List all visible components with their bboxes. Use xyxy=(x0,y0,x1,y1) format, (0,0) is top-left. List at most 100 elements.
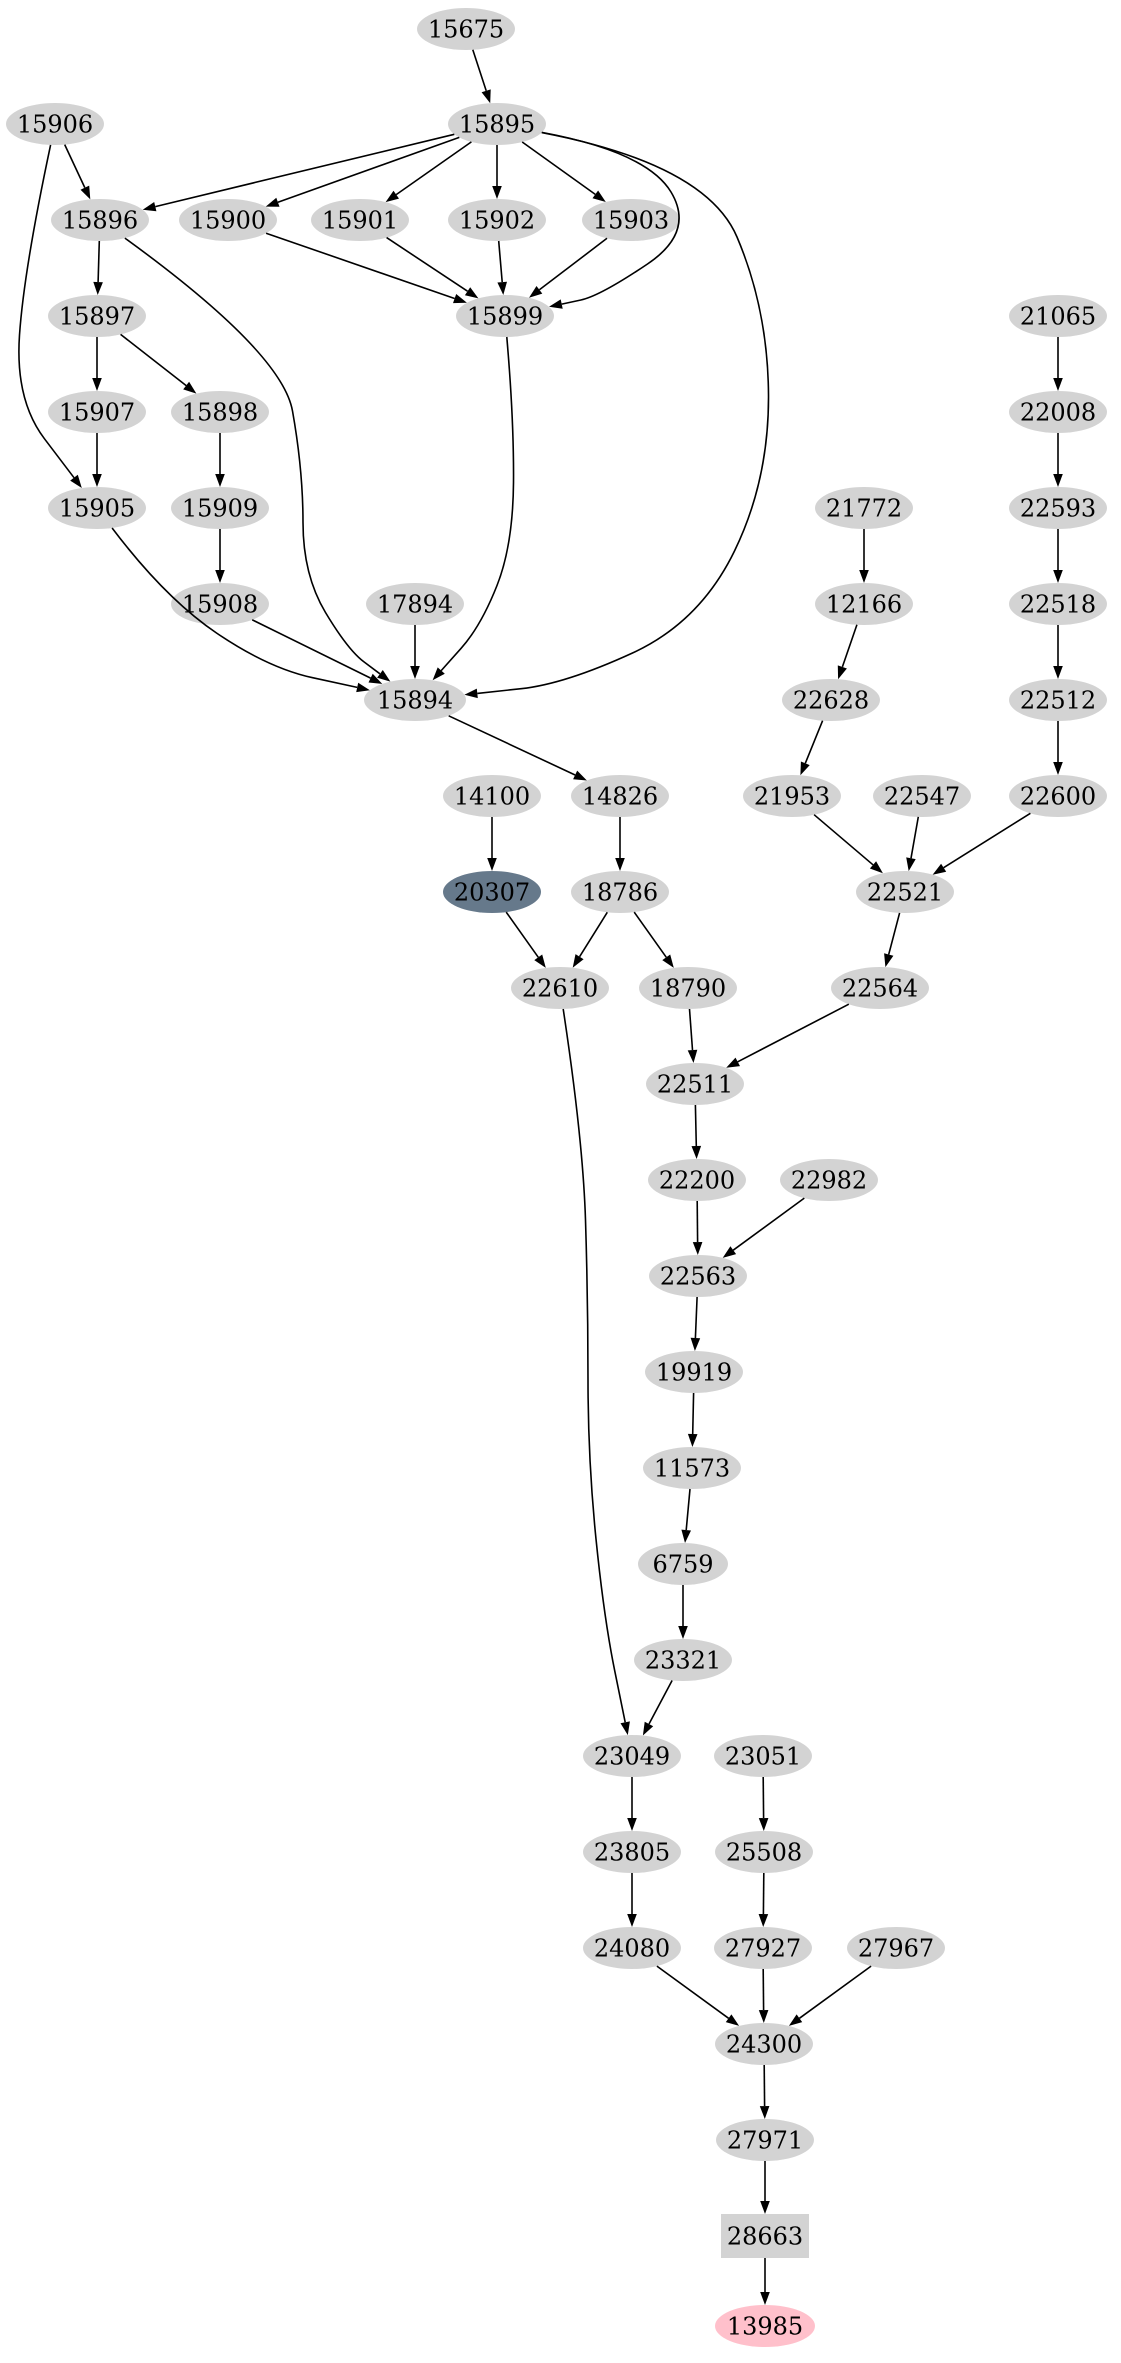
node-label: 22547 xyxy=(884,783,960,811)
edge-line xyxy=(111,527,358,689)
arrowhead-icon xyxy=(377,670,391,682)
node-label: 23049 xyxy=(594,1743,670,1771)
edge-line xyxy=(18,144,75,479)
arrowhead-icon xyxy=(678,1626,688,1639)
edge-line xyxy=(694,1296,698,1339)
node-19919: 19919 xyxy=(645,1351,743,1393)
node-label: 15896 xyxy=(62,207,138,235)
edge-15909-15908 xyxy=(215,529,225,583)
edge-line xyxy=(472,49,487,92)
node-22593: 22593 xyxy=(1009,487,1107,529)
node-15675: 15675 xyxy=(417,8,515,50)
node-21065: 21065 xyxy=(1009,295,1107,337)
arrowhead-icon xyxy=(183,381,197,394)
node-ellipse xyxy=(583,1927,681,1969)
node-label: 23321 xyxy=(645,1647,721,1675)
arrowhead-icon xyxy=(1053,666,1063,679)
node-ellipse xyxy=(856,871,954,913)
node-ellipse xyxy=(1009,487,1107,529)
node-22200: 22200 xyxy=(648,1159,746,1201)
node-ellipse xyxy=(715,2023,813,2065)
edge-17894-15894 xyxy=(410,625,420,679)
node-label: 15675 xyxy=(428,16,504,44)
node-28663: 28663 xyxy=(721,2214,809,2258)
node-22547: 22547 xyxy=(873,775,971,817)
arrowhead-icon xyxy=(432,667,445,681)
arrowhead-icon xyxy=(760,2201,770,2214)
arrowhead-icon xyxy=(80,185,91,200)
node-ellipse xyxy=(48,391,146,433)
arrowhead-icon xyxy=(758,1914,769,1927)
edge-27971-28663 xyxy=(760,2161,770,2214)
arrowhead-icon xyxy=(1053,474,1063,487)
node-25508: 25508 xyxy=(715,1831,813,1873)
node-22512: 22512 xyxy=(1009,679,1107,721)
arrowhead-icon xyxy=(662,954,674,968)
edge-15901-15899 xyxy=(386,236,479,299)
node-label: 22512 xyxy=(1020,687,1096,715)
edge-22600-22521 xyxy=(932,812,1031,875)
node-14826: 14826 xyxy=(571,775,669,817)
arrowhead-icon xyxy=(1053,570,1063,583)
edge-15906-15896 xyxy=(63,144,91,200)
node-label: 15907 xyxy=(59,399,135,427)
node-label: 15902 xyxy=(459,207,535,235)
node-label: 18790 xyxy=(650,975,726,1003)
edge-19919-11573 xyxy=(687,1392,698,1447)
node-ellipse xyxy=(51,199,149,241)
edge-21772-12166 xyxy=(859,529,869,583)
arrowhead-icon xyxy=(464,688,478,699)
node-ellipse xyxy=(815,487,913,529)
node-ellipse xyxy=(582,199,680,241)
edge-15895-15896 xyxy=(142,133,455,212)
arrowhead-icon xyxy=(725,2014,740,2026)
node-22521: 22521 xyxy=(856,871,954,913)
edge-22610-23049 xyxy=(562,1008,630,1736)
arrowhead-icon xyxy=(690,1337,701,1351)
node-15906: 15906 xyxy=(6,103,104,145)
edge-15895-15901 xyxy=(385,141,472,203)
node-15901: 15901 xyxy=(311,199,409,241)
edge-18786-18790 xyxy=(633,911,674,968)
node-23051: 23051 xyxy=(714,1735,812,1777)
node-label: 15900 xyxy=(190,207,266,235)
edge-line xyxy=(251,619,371,679)
node-ellipse xyxy=(1009,391,1107,433)
node-ellipse xyxy=(311,199,409,241)
node-15898: 15898 xyxy=(171,391,269,433)
edge-15895-15900 xyxy=(265,136,460,207)
arrowhead-icon xyxy=(549,299,563,309)
node-label: 15908 xyxy=(182,591,258,619)
node-ellipse xyxy=(511,967,609,1009)
node-label: 23051 xyxy=(725,1743,801,1771)
node-ellipse xyxy=(171,583,269,625)
arrowhead-icon xyxy=(368,673,383,684)
edge-line xyxy=(63,144,86,188)
arrowhead-icon xyxy=(142,202,157,212)
edge-line xyxy=(120,333,187,387)
node-label: 21065 xyxy=(1020,303,1096,331)
node-ellipse xyxy=(448,199,546,241)
arrowhead-icon xyxy=(356,682,370,693)
node-24080: 24080 xyxy=(583,1927,681,1969)
arrowhead-icon xyxy=(487,858,497,871)
edge-15897-15907 xyxy=(92,337,102,391)
edge-15905-15894 xyxy=(111,527,370,693)
edge-line xyxy=(694,1104,698,1147)
node-22600: 22600 xyxy=(1009,775,1107,817)
edge-23805-24080 xyxy=(627,1873,637,1927)
node-22982: 22982 xyxy=(780,1159,878,1201)
node-ellipse xyxy=(873,775,971,817)
edge-line xyxy=(448,715,576,776)
edge-line xyxy=(685,1488,691,1531)
node-label: 22008 xyxy=(1020,399,1096,427)
node-18786: 18786 xyxy=(571,871,669,913)
node-label: 15903 xyxy=(593,207,669,235)
edge-15899-15894 xyxy=(432,336,515,681)
arrowhead-icon xyxy=(481,89,491,104)
node-label: 24300 xyxy=(726,2031,802,2059)
edge-line xyxy=(648,1680,673,1725)
node-15896: 15896 xyxy=(51,199,149,241)
node-24300: 24300 xyxy=(715,2023,813,2065)
